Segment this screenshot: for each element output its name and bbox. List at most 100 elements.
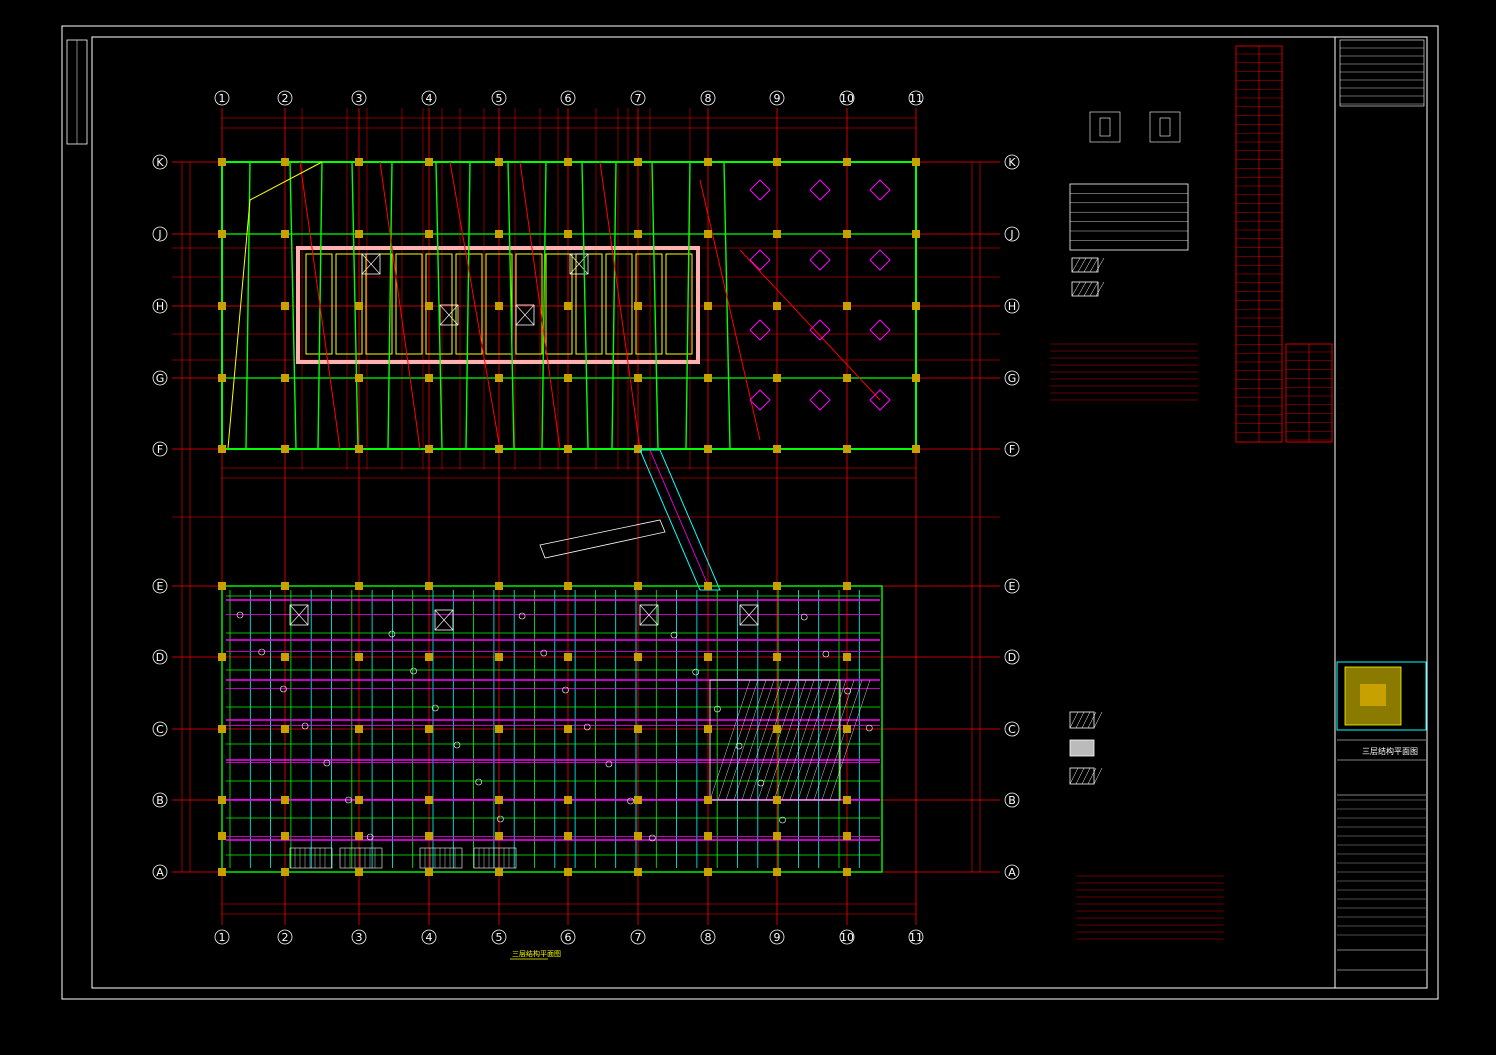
column: [843, 832, 851, 840]
slab-legend-box: [1069, 711, 1095, 729]
shaft-x: [569, 253, 589, 275]
column-cap: [749, 249, 771, 271]
grid-bubble-top-7-circle: [630, 90, 646, 106]
plan-title: 三层结构平面图: [512, 949, 561, 958]
column: [218, 796, 226, 804]
grid-bubble-top-7-label: 7: [635, 92, 642, 105]
pile-mark: [822, 650, 830, 658]
grid-bubble-bottom-3-label: 3: [356, 931, 363, 944]
grid-bubble-right-H-label: H: [1008, 300, 1016, 313]
column: [495, 832, 503, 840]
column: [634, 445, 642, 453]
column: [704, 158, 712, 166]
pile-mark: [453, 741, 461, 749]
column: [564, 653, 572, 661]
beam-green: [465, 161, 471, 450]
grid-bubble-bottom-2-label: 2: [282, 931, 289, 944]
grid-bubble-right-F-circle: [1004, 441, 1020, 457]
column: [495, 725, 503, 733]
outer-frame: [61, 25, 1439, 1000]
grid-bubble-top-10-label: 10: [840, 92, 854, 105]
column: [773, 653, 781, 661]
column: [281, 868, 289, 876]
grid-bubble-top-6-circle: [560, 90, 576, 106]
column: [425, 158, 433, 166]
grid-bubble-bottom-6-circle: [560, 929, 576, 945]
pile-mark: [258, 648, 266, 656]
pile-mark: [670, 631, 678, 639]
pile-mark: [475, 778, 483, 786]
shaft-x: [289, 604, 309, 626]
grid-bubble-left-F-circle: [152, 441, 168, 457]
grid-bubble-right-E-label: E: [1009, 580, 1016, 593]
column: [218, 725, 226, 733]
grid-bubble-left-F-label: F: [157, 443, 163, 456]
shaft-x: [639, 604, 659, 626]
column-cap: [809, 179, 831, 201]
grid-bubble-bottom-7-circle: [630, 929, 646, 945]
column: [704, 653, 712, 661]
column: [425, 302, 433, 310]
grid-bubble-left-E-circle: [152, 578, 168, 594]
column-cap: [869, 389, 891, 411]
pile-mark: [540, 649, 548, 657]
grid-bubble-left-H-label: H: [156, 300, 164, 313]
beam-red: [379, 161, 421, 450]
grid-bubble-bottom-8-circle: [700, 929, 716, 945]
title-block-rows: [1337, 47, 1426, 936]
column: [773, 832, 781, 840]
grid-bubble-top-4-circle: [421, 90, 437, 106]
shaft-x: [739, 604, 759, 626]
core-bay: [395, 253, 423, 355]
column: [281, 445, 289, 453]
shaft: [739, 604, 759, 626]
column: [773, 868, 781, 876]
shaft: [639, 604, 659, 626]
column-cap: [749, 179, 771, 201]
column: [634, 868, 642, 876]
shaft-x: [434, 609, 454, 631]
grid-bubble-right-J-circle: [1004, 226, 1020, 242]
shaft-hatch: [361, 253, 381, 275]
pile-mark: [779, 816, 786, 824]
core-bay: [365, 253, 393, 355]
slab-legend-box: [1069, 739, 1095, 757]
column: [843, 653, 851, 661]
column: [355, 725, 363, 733]
grid-bubble-bottom-1-circle: [214, 929, 230, 945]
grid-bubble-top-9-circle: [769, 90, 785, 106]
column: [218, 230, 226, 238]
legends: [1050, 111, 1224, 940]
slab-legend-hatch: [1069, 711, 1079, 729]
legend-hatch: [1089, 257, 1099, 273]
core-bay: [515, 253, 543, 355]
slab-legend-hatch: [1093, 711, 1103, 729]
grid-bubble-bottom-9-circle: [769, 929, 785, 945]
column: [912, 374, 920, 382]
hatch-line: [805, 679, 847, 801]
column: [843, 158, 851, 166]
column: [495, 302, 503, 310]
column: [281, 230, 289, 238]
column: [843, 796, 851, 804]
slab-legend-hatch: [1087, 767, 1097, 785]
binding-strip: [66, 39, 88, 145]
column: [773, 445, 781, 453]
grid-bubble-bottom-10-circle: [839, 929, 855, 945]
core-wall: [296, 246, 700, 364]
beam-green: [651, 161, 659, 450]
grid-bubble-left-D-circle: [152, 649, 168, 665]
pile-mark: [800, 613, 808, 621]
slab-legend-hatch: [1081, 711, 1091, 729]
column: [355, 445, 363, 453]
column: [704, 374, 712, 382]
column: [281, 374, 289, 382]
grid-bubble-right-K-label: K: [1008, 156, 1016, 169]
column: [495, 230, 503, 238]
column: [355, 796, 363, 804]
column: [564, 796, 572, 804]
pile-mark: [692, 668, 700, 676]
hatch-line: [733, 679, 775, 801]
section-detail-core: [1099, 117, 1111, 137]
grid-bubble-left-H-circle: [152, 298, 168, 314]
